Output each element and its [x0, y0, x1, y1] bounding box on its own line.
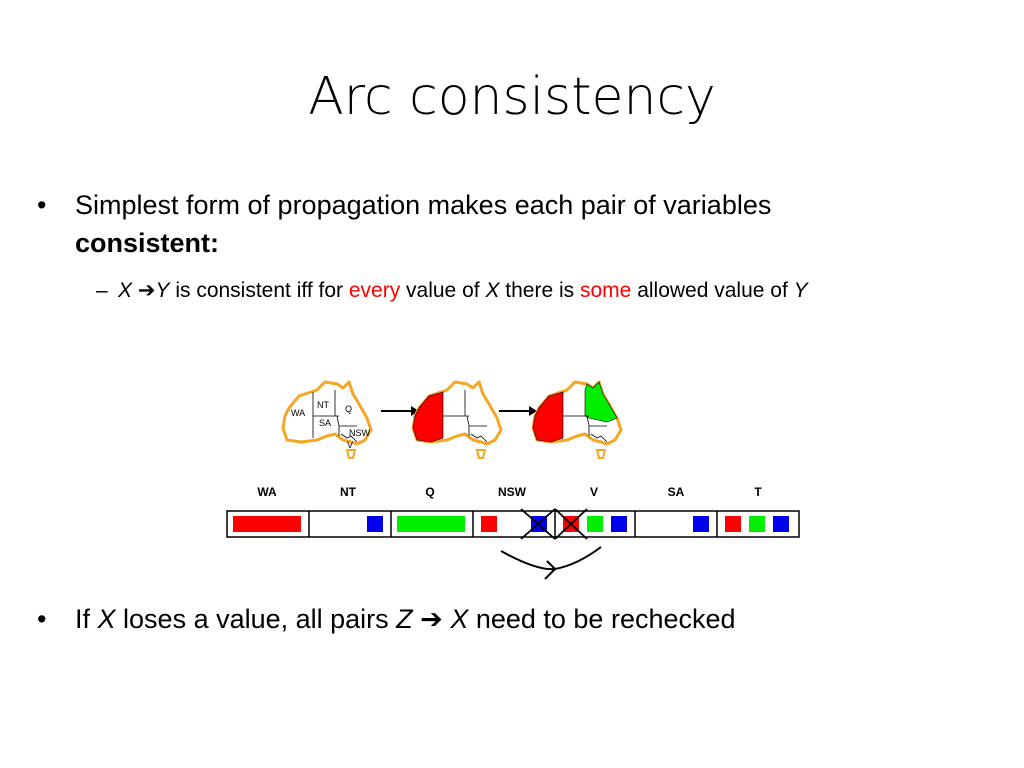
- domain-sa-blue: [693, 516, 709, 532]
- domain-t-red: [725, 516, 741, 532]
- text-segment: there is: [499, 279, 580, 302]
- header-v: V: [590, 485, 598, 499]
- domain-nt-blue: [367, 516, 383, 532]
- bullet-line-2: consistent:: [75, 228, 220, 258]
- map-label-q: Q: [345, 404, 352, 414]
- var-x: X: [485, 279, 500, 302]
- cross-mark-nsw: [520, 508, 556, 540]
- arrow-icon: ➔: [412, 604, 451, 634]
- domain-wa-red: [233, 516, 301, 532]
- coastline-detail: [470, 433, 488, 443]
- bullet-marker: •: [37, 190, 47, 220]
- domain-nsw-red: [481, 516, 497, 532]
- text-segment: If: [75, 604, 98, 634]
- domain-q-green: [397, 516, 465, 532]
- highlight-every: every: [348, 279, 401, 302]
- bullet-text: If X loses a value, all pairs Z ➔ X need…: [75, 600, 736, 638]
- tasmania: [475, 449, 487, 459]
- domain-t-green: [749, 516, 765, 532]
- var-y: Y: [155, 279, 170, 302]
- domain-headers: WA NT Q NSW V SA T: [257, 485, 762, 499]
- header-nsw: NSW: [498, 485, 527, 499]
- domain-table: [226, 508, 800, 540]
- var-z: Z: [396, 604, 413, 634]
- domain-v-green: [587, 516, 603, 532]
- state-borders: [443, 390, 487, 436]
- australia-map-2: [411, 380, 503, 459]
- highlight-some: some: [580, 279, 632, 302]
- bullet-line-1: Simplest form of propagation makes each …: [75, 190, 772, 220]
- slide-title: Arc consistency: [308, 67, 716, 127]
- map-label-wa: WA: [291, 408, 305, 418]
- state-borders: [312, 390, 357, 438]
- bullet-marker: •: [37, 604, 47, 634]
- wa-region: [412, 391, 444, 443]
- var-x: X: [97, 604, 116, 634]
- domain-v-blue: [611, 516, 627, 532]
- map-label-nsw: NSW: [349, 428, 371, 438]
- text-segment: value of: [400, 279, 486, 302]
- arc-consistency-diagram: WA NT Q SA NSW V WA NT Q NSW V SA T: [226, 380, 800, 580]
- header-nt: NT: [340, 485, 357, 499]
- arrow-1-icon: [381, 406, 419, 416]
- australia-map-3: [531, 380, 623, 459]
- var-y: Y: [793, 279, 808, 302]
- var-x: X: [118, 279, 133, 302]
- map-label-sa: SA: [319, 418, 331, 428]
- wa-region: [532, 391, 564, 443]
- header-t: T: [754, 485, 762, 499]
- sub-bullet-text: X ➔Y is consistent iff for every value o…: [118, 275, 808, 307]
- cross-mark-v: [554, 508, 588, 540]
- sub-bullet-marker: –: [96, 279, 108, 302]
- arc-connector: [500, 546, 602, 580]
- australia-map-1: WA NT Q SA NSW V: [281, 380, 373, 459]
- header-q: Q: [425, 485, 434, 499]
- domain-t-blue: [773, 516, 789, 532]
- tasmania: [345, 449, 357, 459]
- var-x: X: [450, 604, 469, 634]
- arrow-2-icon: [499, 406, 537, 416]
- state-borders: [563, 415, 607, 436]
- bullet-text: Simplest form of propagation makes each …: [75, 186, 955, 262]
- coastline-detail: [590, 433, 608, 443]
- map-label-nt: NT: [317, 400, 329, 410]
- header-wa: WA: [257, 485, 277, 499]
- text-segment: loses a value, all pairs: [115, 604, 397, 634]
- australia-outline: [281, 380, 373, 446]
- text-segment: is consistent iff for: [169, 279, 349, 302]
- header-sa: SA: [668, 485, 685, 499]
- text-segment: need to be rechecked: [468, 604, 736, 634]
- q-region: [584, 381, 618, 423]
- coastline-detail: [340, 433, 358, 443]
- text-segment: allowed value of: [631, 279, 794, 302]
- tasmania: [595, 449, 607, 459]
- arrow-icon: ➔: [137, 279, 156, 302]
- map-label-v: V: [347, 440, 353, 450]
